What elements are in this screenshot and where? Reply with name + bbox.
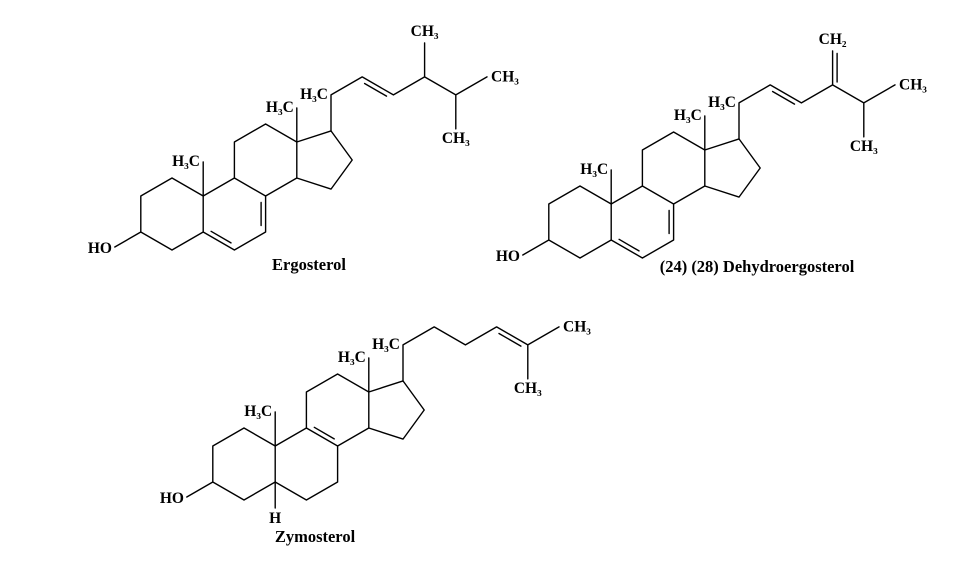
c19-methyl-label: H₃C bbox=[580, 161, 608, 178]
c27-methyl-label: CH₃ bbox=[442, 130, 470, 147]
c19-methyl-label: H₃C bbox=[172, 153, 200, 170]
ergosterol-bond-skeleton bbox=[114, 42, 488, 251]
zymosterol-structure: HO H H₃C H₃C H₃C CH₃ CH₃ Zymosterol bbox=[160, 319, 591, 547]
c5-hydrogen-label: H bbox=[269, 510, 281, 527]
hydroxyl-label: HO bbox=[160, 490, 184, 507]
dehydroergosterol-bond-skeleton bbox=[522, 50, 896, 259]
c21-methyl-label: H₃C bbox=[372, 336, 400, 353]
c18-methyl-label: H₃C bbox=[338, 349, 366, 366]
c26-methyl-label: CH₃ bbox=[491, 69, 519, 86]
c26-methyl-label: CH₃ bbox=[899, 77, 927, 94]
c18-methyl-label: H₃C bbox=[674, 107, 702, 124]
hydroxyl-label: HO bbox=[88, 240, 112, 257]
molecule-name: Zymosterol bbox=[275, 527, 356, 546]
zymosterol-bond-skeleton bbox=[186, 326, 560, 509]
c18-methyl-label: H₃C bbox=[266, 99, 294, 116]
molecule-name: (24) (28) Dehydroergosterol bbox=[660, 257, 855, 276]
zymosterol-double-bonds bbox=[313, 332, 522, 440]
dehydroergosterol-double-bonds bbox=[618, 52, 838, 252]
c19-methyl-label: H₃C bbox=[244, 403, 272, 420]
c26-methyl-label: CH₃ bbox=[563, 319, 591, 336]
hydroxyl-label: HO bbox=[496, 248, 520, 265]
c27-methyl-label: CH₃ bbox=[850, 138, 878, 155]
ergosterol-double-bonds bbox=[210, 82, 388, 244]
c28-methylene-label: CH₂ bbox=[819, 31, 847, 48]
dehydroergosterol-structure: HO H₃C H₃C H₃C CH₂ CH₃ CH₃ (24) (28) Deh… bbox=[496, 31, 927, 276]
molecule-name: Ergosterol bbox=[272, 255, 346, 274]
c27-methyl-label: CH₃ bbox=[514, 380, 542, 397]
ergosterol-structure: HO H₃C H₃C H₃C CH₃ CH₃ CH₃ Ergosterol bbox=[88, 23, 519, 274]
c21-methyl-label: H₃C bbox=[300, 86, 328, 103]
c21-methyl-label: H₃C bbox=[708, 94, 736, 111]
c28-methyl-label: CH₃ bbox=[411, 23, 439, 40]
